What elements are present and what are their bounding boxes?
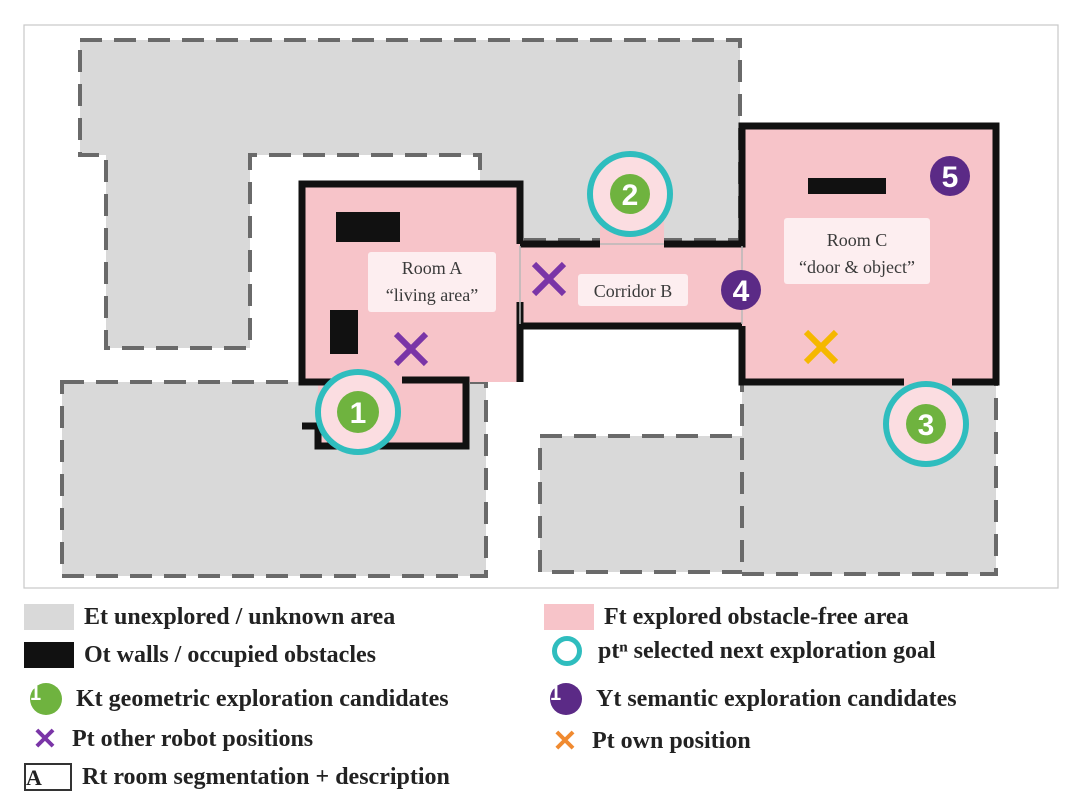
unexplored-bottom-middle — [538, 434, 746, 574]
legend-goal: ptⁿ selected next exploration goal — [544, 636, 936, 666]
room-name: Room A — [402, 258, 463, 278]
geometric-candidate-3: 3 — [883, 381, 969, 467]
legend-own-position: ✕ Pt own position — [544, 724, 751, 758]
semantic-candidate-icon: 1 — [550, 683, 582, 715]
legend-geometric: 1 Kt geometric exploration candidates — [24, 683, 449, 715]
legend-other-robot: ✕ Pt other robot positions — [24, 722, 314, 756]
exploration-map: Room A “living area” Corridor B Room C “… — [23, 24, 1059, 589]
room-label-box — [784, 218, 930, 284]
room-name: Room C — [827, 230, 888, 250]
walls-swatch — [24, 642, 74, 668]
other-robot-icon: ✕ — [32, 722, 58, 756]
geometric-candidate-2: 2 — [587, 151, 673, 237]
legend-label: Kt geometric exploration candidates — [76, 685, 449, 712]
candidate-number: 1 — [350, 397, 367, 430]
room-name: Corridor B — [594, 281, 673, 301]
room-description: “door & object” — [799, 257, 915, 277]
legend-label: Ot walls / occupied obstacles — [84, 641, 376, 668]
walls — [298, 122, 1000, 450]
legend: Et unexplored / unknown area Ot walls / … — [0, 596, 1066, 806]
geometric-candidate-icon: 1 — [30, 683, 62, 715]
candidate-number: 3 — [918, 409, 935, 442]
semantic-candidate-5: 5 — [930, 156, 970, 196]
room-label-corridor-b: Corridor B — [578, 274, 688, 306]
other-robot-marker-1 — [393, 331, 429, 367]
room-description: “living area” — [386, 285, 478, 305]
own-position-icon: ✕ — [552, 724, 578, 758]
obstacle-room-c — [808, 178, 886, 194]
legend-label: Rt room segmentation + description — [82, 763, 450, 790]
room-label-room-c: Room C “door & object” — [784, 218, 930, 284]
obstacles — [330, 178, 886, 354]
legend-explored: Ft explored obstacle-free area — [544, 602, 909, 632]
legend-label: Et unexplored / unknown area — [84, 603, 396, 630]
wall-corridor-top-right — [664, 122, 1000, 386]
unexplored-swatch — [24, 604, 74, 630]
legend-label: Ft explored obstacle-free area — [604, 603, 909, 630]
obstacle-room-a-left — [330, 310, 358, 354]
legend-label: Yt semantic exploration candidates — [596, 685, 957, 712]
room-box-icon: A — [24, 763, 72, 791]
legend-room-segmentation: A Rt room segmentation + description — [24, 762, 450, 792]
wall-room-a — [298, 180, 524, 386]
legend-label: Pt own position — [592, 727, 751, 754]
geometric-candidate-1: 1 — [315, 369, 401, 455]
room-label-box — [578, 274, 688, 306]
wall-room-c-bottom — [738, 326, 904, 386]
room-label-box — [368, 252, 496, 312]
unexplored-bottom-right — [740, 378, 998, 576]
legend-unexplored: Et unexplored / unknown area — [24, 602, 395, 632]
room-label-room-a: Room A “living area” — [368, 252, 496, 312]
obstacle-room-a-top — [336, 212, 400, 242]
legend-walls: Ot walls / occupied obstacles — [24, 640, 376, 670]
semantic-candidate-4: 4 — [721, 270, 761, 310]
legend-label: ptⁿ selected next exploration goal — [598, 637, 936, 664]
legend-semantic: 1 Yt semantic exploration candidates — [544, 683, 957, 715]
other-robot-marker-2 — [531, 261, 567, 297]
candidate-number: 4 — [733, 275, 750, 308]
explored-swatch — [544, 604, 594, 630]
own-position-marker — [803, 329, 839, 365]
candidate-number: 2 — [622, 179, 639, 212]
goal-ring-icon — [552, 636, 582, 666]
candidate-number: 5 — [942, 161, 959, 194]
wall-room-a-lower — [302, 376, 470, 450]
legend-label: Pt other robot positions — [72, 725, 314, 752]
